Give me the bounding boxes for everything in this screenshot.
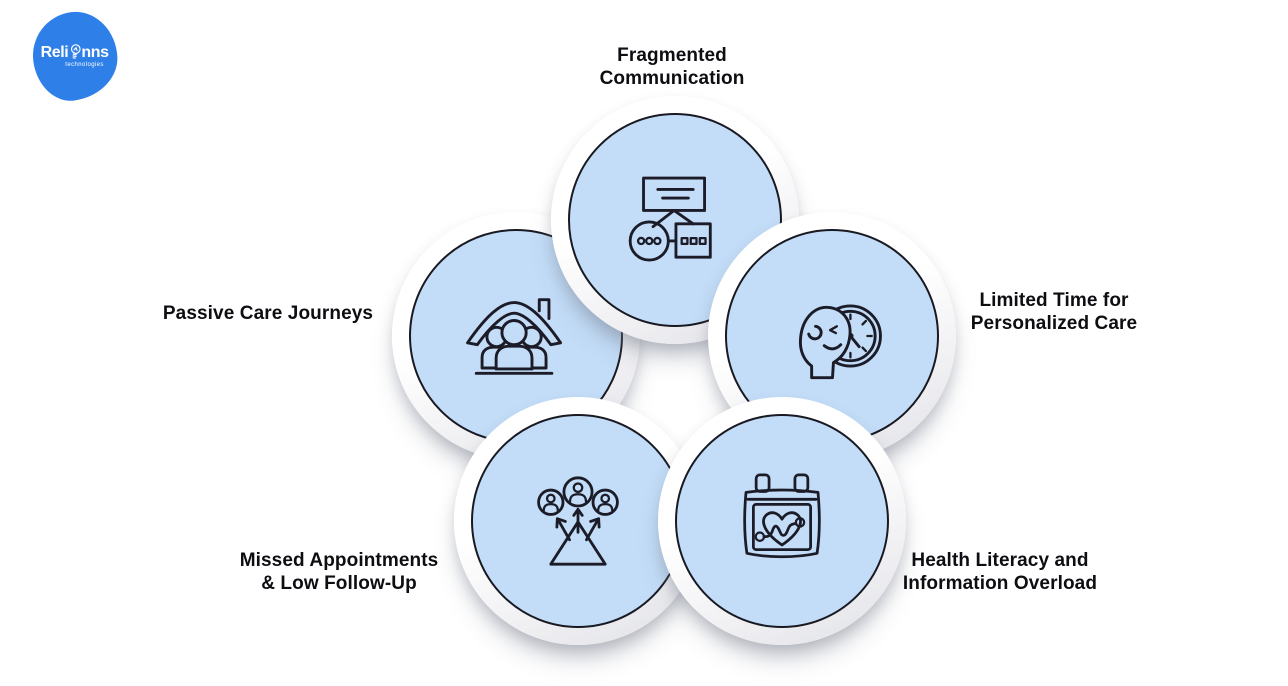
label-limited-time: Limited Time for Personalized Care bbox=[970, 290, 1138, 334]
label-fragmented-communication: Fragmented Communication bbox=[599, 45, 745, 89]
logo-text-right: nns bbox=[81, 44, 109, 62]
circle-health-literacy-inner bbox=[675, 414, 889, 628]
logo-text-left: Reli bbox=[40, 44, 69, 62]
lightbulb-icon bbox=[70, 44, 81, 59]
triangle-referral-arrows-icon bbox=[537, 476, 619, 566]
logo-subtitle: technologies bbox=[64, 61, 104, 68]
label-missed-appointments: Missed Appointments & Low Follow-Up bbox=[239, 550, 439, 594]
circle-health-literacy bbox=[658, 397, 906, 645]
chat-messages-icon bbox=[628, 176, 712, 262]
label-passive-care-journeys: Passive Care Journeys bbox=[162, 303, 374, 324]
logo-wordmark: Reli nns bbox=[41, 43, 109, 63]
heart-monitor-calendar-icon bbox=[743, 473, 821, 559]
circle-missed-appointments-inner bbox=[471, 414, 685, 628]
circle-fragmented-communication bbox=[551, 96, 799, 344]
head-with-clock-icon bbox=[798, 304, 882, 380]
label-health-literacy: Health Literacy and Information Overload bbox=[902, 550, 1098, 594]
brand-logo: Reli nns technologies bbox=[27, 6, 123, 106]
family-under-roof-icon bbox=[466, 298, 563, 375]
